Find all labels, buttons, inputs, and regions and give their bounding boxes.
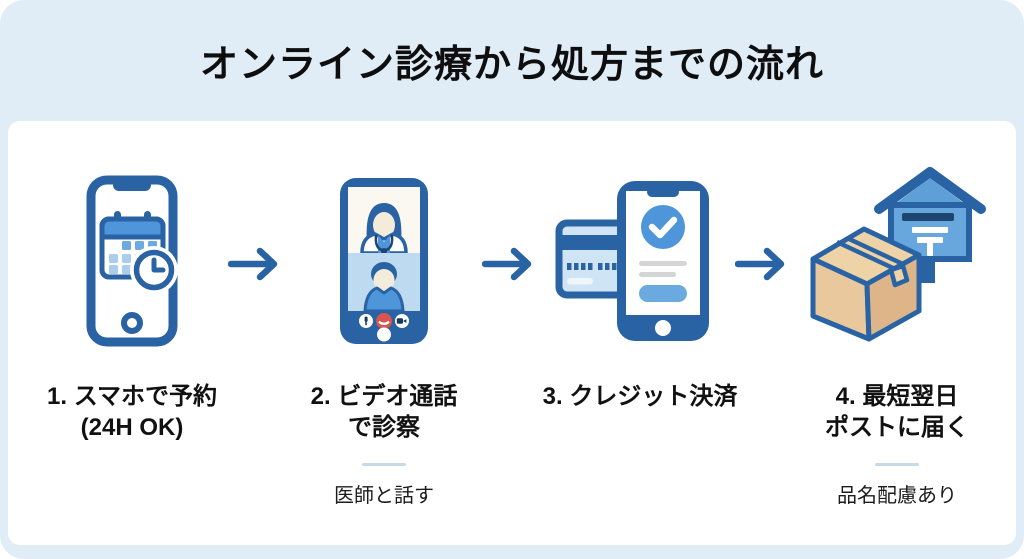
step-1: 1. スマホで予約 (24H OK) [6,121,258,443]
step-2: 2. ビデオ通話 で診察 医師と話す [258,121,510,508]
flow-arrow-icon [735,247,785,281]
step-4-icon-box [771,121,1023,347]
step-1-label: 1. スマホで予約 (24H OK) [6,381,258,443]
video-call-phone-icon [340,178,428,344]
step-4: 4. 最短翌日 ポストに届く 品名配慮あり [771,121,1023,508]
post-mailbox-icon [874,167,986,283]
credit-card-payment-icon [555,181,709,341]
step-1-label-line1: 1. スマホで予約 [47,383,217,410]
phone-notch [113,178,151,191]
step-2-label-line1: 2. ビデオ通話 [310,383,458,410]
flow-arrow-icon [482,247,532,281]
step-4-label: 4. 最短翌日 ポストに届く [771,381,1023,443]
camera-button [395,314,409,328]
step-2-icon-box [258,121,510,347]
mute-button [359,314,373,328]
postal-mark [912,227,948,256]
home-button [121,312,143,334]
doctor-video-tile [348,187,420,255]
hang-up-button [376,313,392,329]
step-3: 3. クレジット決済 [514,121,766,412]
package-box-icon [810,226,922,342]
step-4-label-line2: ポストに届く [825,414,969,441]
step-4-divider [875,463,919,466]
flow-arrow-icon [228,247,278,281]
step-3-label: 3. クレジット決済 [514,381,766,412]
home-button [377,327,391,342]
checkmark-circle-icon [641,205,685,249]
header-band: オンライン診療から処方までの流れ [0,0,1024,121]
step-3-label-line1: 3. クレジット決済 [542,383,738,410]
step-2-label: 2. ビデオ通話 で診察 [258,381,510,443]
pay-button-shape [639,285,687,302]
step-2-subtitle: 医師と話す [334,485,434,507]
step-1-label-line2: (24H OK) [80,414,184,441]
step-2-divider [362,463,406,466]
home-button [655,320,671,336]
clock-icon [130,246,178,294]
payment-phone [617,181,709,341]
step-3-icon-box [514,121,766,347]
step-1-icon-box [6,121,258,347]
smartphone-calendar-icon [86,175,178,347]
page-title: オンライン診療から処方までの流れ [199,44,824,86]
content-panel: 1. スマホで予約 (24H OK) [8,121,1016,545]
step-4-subtitle: 品名配慮あり [837,485,957,507]
package-mailbox-icon [810,167,986,342]
step-2-label-line2: で診察 [348,414,420,441]
patient-video-tile [348,253,420,313]
step-4-label-line1: 4. 最短翌日 [835,383,959,410]
